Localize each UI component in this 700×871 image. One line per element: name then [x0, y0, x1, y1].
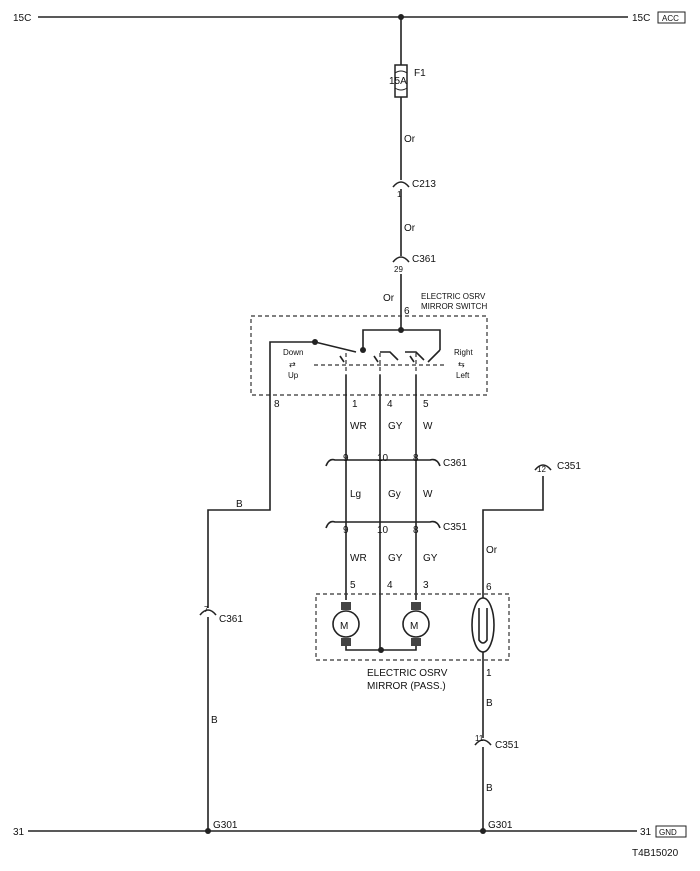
- wire-color-gy-top: GY: [388, 421, 403, 432]
- motor-left: [332, 610, 360, 638]
- mirror-heater: [471, 597, 495, 653]
- c351-top-pin: 12: [537, 465, 546, 474]
- acc-tag-box: [657, 11, 686, 24]
- wire-color-w-top: W: [423, 421, 433, 432]
- switch-pin-1: 1: [352, 399, 358, 410]
- c213-pin: 1: [397, 190, 402, 199]
- connector-c361-top: [392, 256, 410, 263]
- c351-mid-pin-10: 10: [377, 525, 389, 536]
- wire-color-w-mid: W: [423, 489, 433, 500]
- top-rail: 15C 15C ACC: [13, 11, 686, 24]
- c351-mid-pin-8: 8: [413, 525, 419, 536]
- acc-tag: ACC: [662, 14, 679, 23]
- connector-c361-left: [199, 609, 217, 616]
- switch-pin-in: 6: [404, 306, 410, 317]
- wire-color-wr-bot: WR: [350, 553, 367, 564]
- mirror-pin-3: 3: [423, 580, 429, 591]
- top-rail-left-label: 15C: [13, 13, 31, 24]
- ground-g301-left: G301: [213, 820, 238, 831]
- mirror-assembly: M M 6 1 ELECTRIC OSRV MIRROR (PASS.): [315, 582, 510, 692]
- connector-c351-bot: [474, 739, 492, 746]
- c351-mid-pin-9: 9: [343, 525, 349, 536]
- wire-color-lg: Lg: [350, 489, 361, 500]
- wire-color-b-right1: B: [486, 698, 493, 709]
- c351-bot-name: C351: [495, 740, 519, 751]
- motor-right-brush-top: [411, 602, 421, 610]
- wire-color-b-left: B: [211, 715, 218, 726]
- bottom-rail: 31 G301 G301 31 GND T4B15020: [13, 820, 687, 859]
- gnd-tag-box: [655, 825, 687, 838]
- wire-color-gy-bot2: GY: [423, 553, 438, 564]
- wire-color-or1: Or: [404, 134, 416, 145]
- fuse-rating: 15A: [389, 76, 407, 87]
- motor-wires: WR GY W 9 10 8 C361 Lg Gy W 9 10 8 C351 …: [325, 375, 467, 650]
- c213-name: C213: [412, 179, 436, 190]
- mirror-outline: [315, 593, 510, 661]
- mirror-pin-5: 5: [350, 580, 356, 591]
- feed-wire: F1 15A Or C213 1 Or C361 29 Or 6: [383, 17, 436, 330]
- c361-mid-name: C361: [443, 458, 467, 469]
- wire-color-or2: Or: [404, 223, 416, 234]
- mirror-pin-1: 1: [486, 668, 492, 679]
- motor-right-brush-bottom: [411, 638, 421, 646]
- ground-g301-right: G301: [488, 820, 513, 831]
- fuse-name: F1: [414, 68, 426, 79]
- mirror-switch: ELECTRIC OSRV MIRROR SWITCH Down ⇄ Up Ri…: [250, 292, 488, 410]
- figure-id: T4B15020: [632, 848, 679, 859]
- heater-circuit: 12 C351 Or B 11 C351 B: [474, 461, 581, 831]
- wire-color-gy-mid: Gy: [388, 489, 401, 500]
- wire-color-or-right: Or: [486, 545, 498, 556]
- switch-pin-8: 8: [274, 399, 280, 410]
- c361-mid-pin-9: 9: [343, 453, 349, 464]
- c361-top-name: C361: [412, 254, 436, 265]
- switch-outline: [250, 315, 488, 396]
- switch-title-line1: ELECTRIC OSRV: [421, 292, 486, 301]
- bottom-rail-left-label: 31: [13, 827, 25, 838]
- motor-left-brush-top: [341, 602, 351, 610]
- switch-down-label: Down: [283, 348, 303, 357]
- motor-right-symbol: M: [410, 621, 418, 632]
- wire-color-gy-bot1: GY: [388, 553, 403, 564]
- bottom-rail-right-label: 31: [640, 827, 652, 838]
- switch-up-label: Up: [288, 371, 299, 380]
- switch-pin-4: 4: [387, 399, 393, 410]
- gnd-tag: GND: [659, 828, 677, 837]
- switch-right-label: Right: [454, 348, 473, 357]
- switch-right-left-arrow: ⇆: [458, 360, 465, 369]
- switch-down-up-arrow: ⇄: [289, 360, 296, 369]
- c361-mid-pin-10: 10: [377, 453, 389, 464]
- c351-mid-name: C351: [443, 522, 467, 533]
- switch-pin-5: 5: [423, 399, 429, 410]
- mirror-pin-4: 4: [387, 580, 393, 591]
- c351-bot-pin: 11: [475, 734, 484, 743]
- switch-ground: B 7 C361 B: [199, 400, 271, 831]
- mirror-title-line2: MIRROR (PASS.): [367, 681, 446, 692]
- mirror-pin-6: 6: [486, 582, 492, 593]
- wire-color-or3: Or: [383, 293, 395, 304]
- wire-color-b-right2: B: [486, 783, 493, 794]
- c361-left-pin: 7: [204, 605, 209, 614]
- motor-right: [402, 610, 430, 638]
- motor-left-symbol: M: [340, 621, 348, 632]
- c351-top-name: C351: [557, 461, 581, 472]
- motor-left-brush-bottom: [341, 638, 351, 646]
- connector-c351-top: [534, 464, 552, 471]
- connector-c361-mid: [325, 458, 441, 467]
- wire-color-b-switch: B: [236, 499, 243, 510]
- top-rail-right-label: 15C: [632, 13, 650, 24]
- c361-left-name: C361: [219, 614, 243, 625]
- mirror-title-line1: ELECTRIC OSRV: [367, 668, 448, 679]
- connector-c213: [392, 181, 410, 188]
- c361-top-pin: 29: [394, 265, 403, 274]
- wire-color-wr-top: WR: [350, 421, 367, 432]
- switch-left-label: Left: [456, 371, 470, 380]
- connector-c351-mid: [325, 520, 441, 529]
- c361-mid-pin-8: 8: [413, 453, 419, 464]
- switch-title-line2: MIRROR SWITCH: [421, 302, 487, 311]
